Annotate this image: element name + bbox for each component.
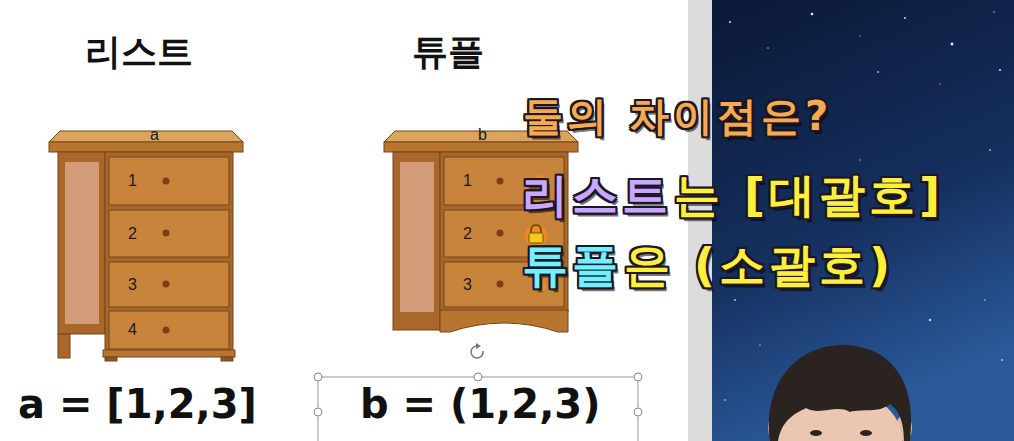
drawer-number: 2: [128, 225, 137, 243]
drawer-number: 3: [463, 276, 472, 294]
label-slot: 리스트: [522, 168, 672, 223]
paren-note: 은 (소괄호): [624, 238, 894, 293]
list-code: a = [1,2,3]: [18, 380, 257, 428]
label-slot: b = (1,2,3): [360, 380, 600, 428]
tuple-word: 튜플: [522, 238, 622, 293]
tuple-dresser: [384, 131, 578, 332]
variable-name: a: [91, 122, 218, 144]
list-dresser: [49, 131, 243, 361]
drawer-knobs: [163, 178, 170, 334]
tuple-code: b = (1,2,3): [360, 380, 600, 428]
tuple-heading: 튜플: [412, 30, 484, 73]
drawer: 4: [109, 311, 229, 349]
label-slot: 리스트: [85, 30, 193, 73]
label-slot: 튜플: [412, 30, 484, 73]
label-slot: 는 [대괄호]: [674, 168, 944, 223]
drawer-number: 3: [128, 276, 137, 294]
drawer-knobs: [497, 178, 504, 288]
drawer: 1: [109, 157, 229, 205]
drawer-number: 2: [463, 225, 472, 243]
list-word: 리스트: [522, 168, 672, 223]
label-slot: 은 (소괄호): [624, 238, 894, 293]
presenter: [768, 345, 912, 441]
drawer-number: 4: [128, 321, 137, 339]
bracket-note: 는 [대괄호]: [674, 168, 944, 223]
drawer: 3: [109, 262, 229, 307]
label-slot: 튜플: [522, 238, 622, 293]
label-slot: a = [1,2,3]: [18, 380, 257, 428]
list-heading: 리스트: [85, 30, 193, 73]
label-slot: 둘의 차이점은?: [523, 92, 832, 140]
drawer: 2: [109, 210, 229, 257]
selection-frame: [314, 343, 642, 441]
question-caption: 둘의 차이점은?: [523, 92, 832, 140]
drawer-number: 1: [128, 172, 137, 190]
drawer-number: 1: [463, 172, 472, 190]
dresser-cabinet: a 1 2 3 4: [49, 122, 244, 362]
dresser-cabinet: b123: [384, 122, 579, 334]
